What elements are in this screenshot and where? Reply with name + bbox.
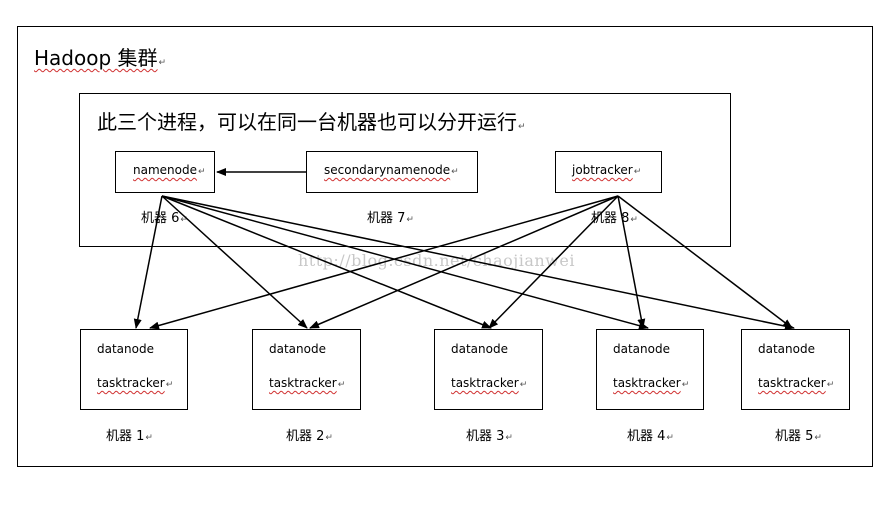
worker-box-2: datanode tasktracker↵ (252, 329, 361, 410)
datanode-label: datanode (758, 342, 815, 356)
worker-box-1: datanode tasktracker↵ (80, 329, 188, 410)
datanode-label: datanode (451, 342, 508, 356)
cluster-title: Hadoop 集群↵ (34, 46, 167, 70)
watermark: http://blog.csdn.net/chaojianwei (298, 251, 575, 270)
group-caption: 此三个进程，可以在同一台机器也可以分开运行↵ (97, 110, 526, 134)
arrow-jobtracker-to-worker-2 (309, 195, 619, 329)
machine-2-label: 机器 2↵ (286, 429, 333, 444)
secondarynamenode-box: secondarynamenode↵ (306, 151, 478, 193)
tasktracker-label: tasktracker↵ (451, 376, 528, 390)
arrow-namenode-to-worker-5 (161, 195, 795, 331)
tasktracker-label: tasktracker↵ (97, 376, 174, 390)
tasktracker-label: tasktracker↵ (613, 376, 690, 390)
secondarynamenode-label: secondarynamenode↵ (324, 163, 459, 177)
machine-3-label: 机器 3↵ (466, 429, 513, 444)
arrow-jobtracker-to-worker-1 (149, 195, 619, 330)
machine-5-label: 机器 5↵ (775, 429, 822, 444)
datanode-label: datanode (269, 342, 326, 356)
machine-4-label: 机器 4↵ (627, 429, 674, 444)
tasktracker-label: tasktracker↵ (269, 376, 346, 390)
worker-box-4: datanode tasktracker↵ (596, 329, 704, 410)
jobtracker-label: jobtracker↵ (572, 163, 642, 177)
tasktracker-label: tasktracker↵ (758, 376, 835, 390)
datanode-label: datanode (613, 342, 670, 356)
machine-7-label: 机器 7↵ (367, 211, 414, 226)
worker-box-3: datanode tasktracker↵ (434, 329, 543, 410)
namenode-label: namenode↵ (133, 163, 206, 177)
machine-1-label: 机器 1↵ (106, 429, 153, 444)
datanode-label: datanode (97, 342, 154, 356)
arrow-jobtracker-to-worker-4 (617, 195, 646, 329)
jobtracker-box: jobtracker↵ (555, 151, 662, 193)
arrow-jobtracker-to-worker-3 (488, 195, 619, 329)
arrow-jobtracker-to-worker-5 (617, 195, 793, 329)
arrow-namenode-to-worker-3 (161, 195, 492, 329)
arrow-namenode-to-worker-2 (161, 195, 308, 329)
worker-box-5: datanode tasktracker↵ (741, 329, 850, 410)
machine-6-label: 机器 6↵ (141, 211, 188, 226)
arrow-namenode-to-worker-4 (161, 195, 649, 330)
arrow-namenode-to-worker-1 (133, 195, 163, 329)
namenode-box: namenode↵ (115, 151, 215, 193)
